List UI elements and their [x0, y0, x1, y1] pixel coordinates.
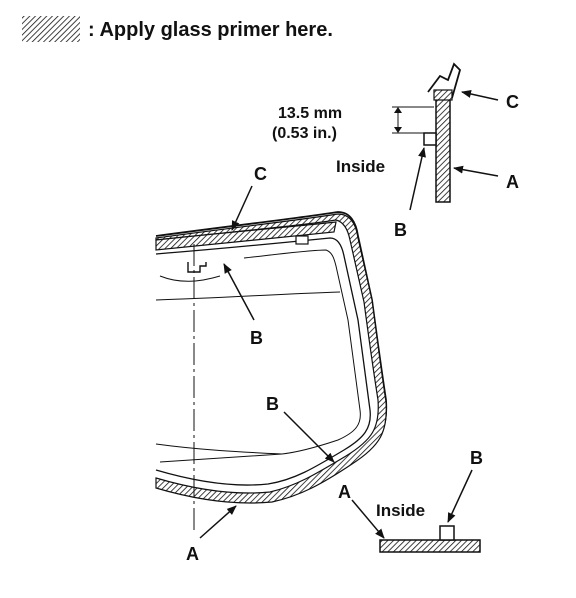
molding-section: [427, 62, 462, 99]
windshield-main-view: C B B A: [155, 164, 388, 564]
dam-bottom: [439, 525, 455, 541]
detail-top-section: 13.5 mm (0.53 in.) Inside C A B: [272, 62, 519, 240]
detail-bottom-section: Inside A B: [338, 448, 483, 553]
hatch-swatch-icon: [22, 16, 80, 42]
legend: : Apply glass primer here.: [22, 16, 333, 42]
label-b-top: B: [394, 220, 407, 240]
label-a-main: A: [186, 544, 199, 564]
label-a-top: A: [506, 172, 519, 192]
inside-label-bottom: Inside: [376, 501, 425, 520]
label-b-bottom: B: [470, 448, 483, 468]
dimension-mm: 13.5 mm: [278, 105, 342, 122]
primer-band: [155, 213, 387, 504]
glass-pane-bottom: [379, 539, 481, 553]
glass-pane-section: [435, 97, 451, 203]
label-b-lower: B: [266, 394, 279, 414]
clip: [187, 262, 207, 273]
label-c-top: C: [506, 92, 519, 112]
legend-text: : Apply glass primer here.: [88, 19, 333, 41]
label-c-main: C: [254, 164, 267, 184]
label-b-upper: B: [250, 328, 263, 348]
label-a-bottom: A: [338, 482, 351, 502]
dam-section: [423, 132, 437, 146]
inside-label-top: Inside: [336, 157, 385, 176]
dimension-in: (0.53 in.): [272, 125, 337, 142]
